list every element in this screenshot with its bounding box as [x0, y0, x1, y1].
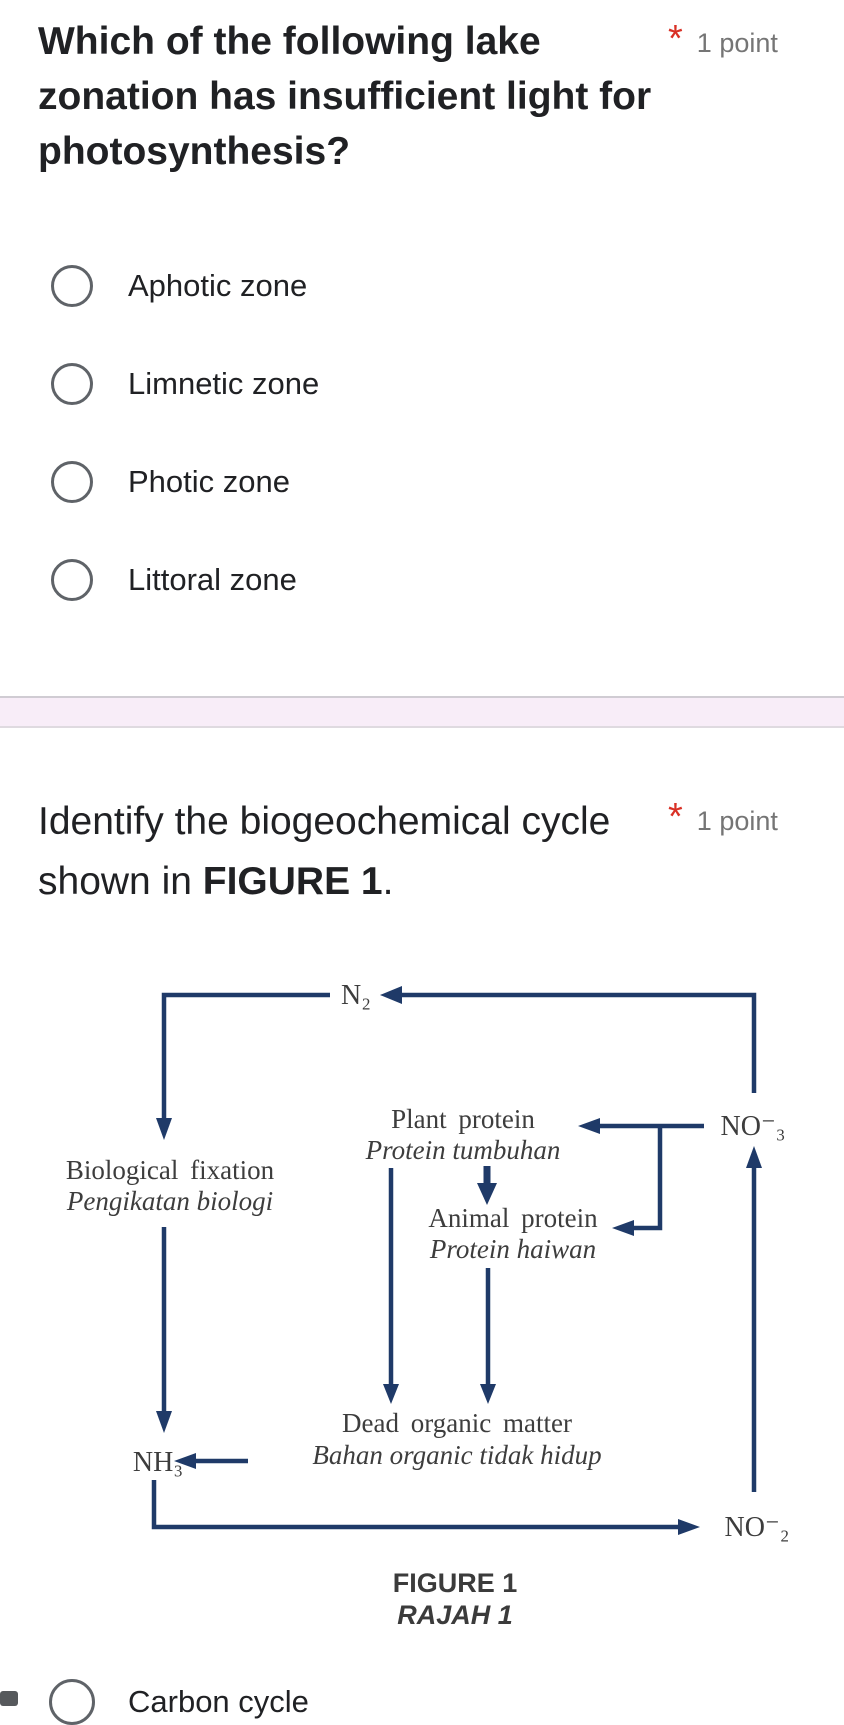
question-2-title-line: shown in FIGURE 1.: [38, 860, 394, 903]
question-2-title-line: Identify the biogeochemical cycle: [38, 800, 611, 843]
figure-caption-en: FIGURE 1: [392, 1568, 518, 1598]
arrow-n2-to-fixation: [161, 992, 330, 1120]
label-animal-protein: Animal protein Protein haiwan: [428, 1203, 598, 1264]
label-n2: N₂: [341, 980, 371, 1011]
figure-caption-ms: RAJAH 1: [397, 1600, 513, 1630]
option-label: Carbon cycle: [128, 1684, 309, 1719]
radio-button-icon[interactable]: [51, 559, 93, 601]
label-dead-organic-matter: Dead organic matter Bahan organic tidak …: [312, 1408, 602, 1470]
option-photic-zone[interactable]: Photic zone: [51, 460, 290, 504]
points-label: 1 point: [696, 28, 778, 58]
option-carbon-cycle[interactable]: Carbon cycle: [49, 1679, 309, 1725]
scroll-corner-marker: [0, 1691, 18, 1706]
question-1-title: Which of the following lake zonation has…: [38, 14, 651, 179]
question-1-title-line: photosynthesis?: [38, 130, 351, 173]
figure-caption: FIGURE 1 RAJAH 1: [300, 1567, 610, 1631]
radio-button-icon[interactable]: [51, 265, 93, 307]
label-biological-fixation: Biological fixation Pengikatan biologi: [65, 1155, 275, 1216]
radio-button-icon[interactable]: [49, 1679, 95, 1725]
arrow-no3-to-animal: [630, 1126, 663, 1231]
question-1-title-line: zonation has insufficient light for: [38, 75, 652, 118]
points-label: 1 point: [696, 806, 778, 836]
card-divider: [0, 696, 844, 728]
label-nh3: NH₃: [132, 1447, 184, 1478]
option-littoral-zone[interactable]: Littoral zone: [51, 558, 297, 602]
option-label: Limnetic zone: [128, 366, 320, 401]
label-plant-protein: Plant protein Protein tumbuhan: [365, 1104, 561, 1165]
label-no3: NO⁻₃: [720, 1111, 786, 1142]
figure-reference: FIGURE 1: [202, 860, 383, 903]
question-2-points: * 1 point: [668, 798, 778, 837]
radio-button-icon[interactable]: [51, 461, 93, 503]
option-aphotic-zone[interactable]: Aphotic zone: [51, 264, 307, 308]
option-label: Littoral zone: [128, 562, 297, 597]
arrow-no3-to-n2: [398, 992, 757, 1093]
option-label: Photic zone: [128, 464, 290, 499]
question-2-title: Identify the biogeochemical cycle shown …: [38, 792, 610, 912]
question-1-title-line: Which of the following lake: [38, 20, 541, 63]
option-limnetic-zone[interactable]: Limnetic zone: [51, 362, 319, 406]
required-asterisk-icon: *: [668, 18, 683, 60]
question-1-points: * 1 point: [668, 20, 778, 59]
radio-button-icon[interactable]: [51, 363, 93, 405]
label-no2: NO⁻₂: [724, 1512, 790, 1543]
option-label: Aphotic zone: [128, 268, 308, 303]
arrow-nh3-to-no2: [151, 1480, 680, 1530]
required-asterisk-icon: *: [668, 796, 683, 838]
